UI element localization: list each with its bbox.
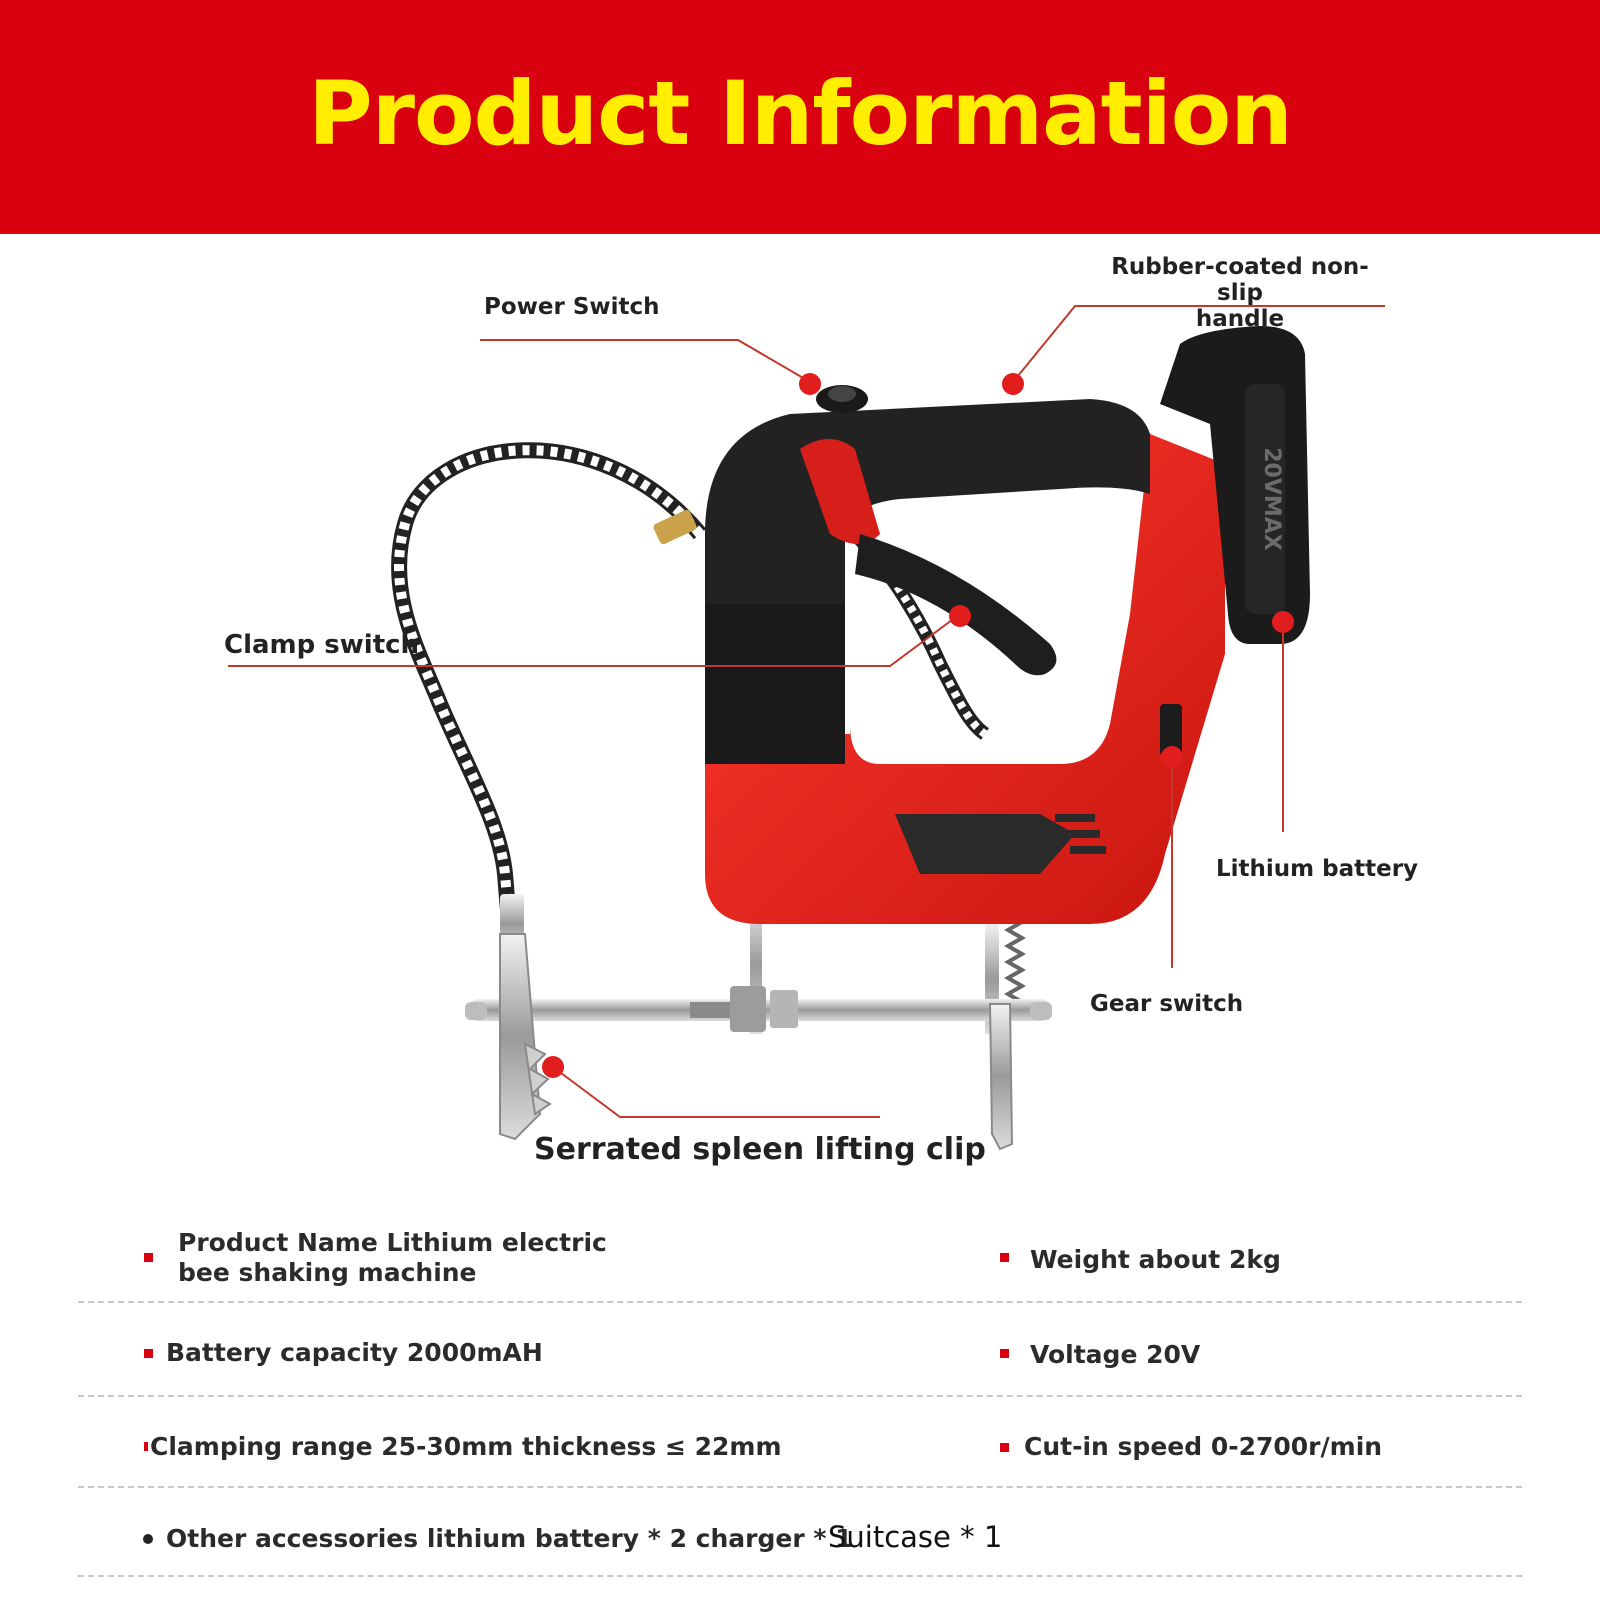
callout-handle-line1: Rubber-coated non-slip bbox=[1111, 254, 1369, 306]
product-diagram: 20VMAX Power Switch Rubber-coated non-sl… bbox=[0, 234, 1600, 1204]
bullet-icon bbox=[144, 1253, 153, 1262]
bee-shaker-illustration: 20VMAX bbox=[228, 305, 1385, 1151]
row-divider bbox=[78, 1301, 1522, 1303]
row-divider bbox=[78, 1486, 1522, 1488]
bullet-dot-icon bbox=[143, 1534, 153, 1544]
spec-clamping-range: Clamping range 25-30mm thickness ≤ 22mm bbox=[150, 1432, 782, 1461]
leader-power-switch bbox=[480, 339, 811, 383]
callout-power-switch: Power Switch bbox=[484, 294, 660, 320]
bullet-icon bbox=[1000, 1443, 1009, 1452]
row-divider bbox=[78, 1575, 1522, 1577]
spec-product-name-line1: Product Name Lithium electric bbox=[178, 1228, 607, 1257]
spec-accessories: Other accessories lithium battery * 2 ch… bbox=[166, 1524, 853, 1553]
dot-lithium-battery bbox=[1272, 611, 1294, 633]
spec-product-name-line2: bee shaking machine bbox=[178, 1258, 477, 1287]
machine-body bbox=[705, 385, 1225, 924]
row-divider bbox=[78, 1395, 1522, 1397]
bullet-icon bbox=[1000, 1349, 1009, 1358]
callout-dots bbox=[542, 373, 1294, 1078]
callout-handle-line2: handle bbox=[1195, 306, 1285, 332]
spec-battery-capacity: Battery capacity 2000mAH bbox=[166, 1338, 543, 1367]
bullet-icon bbox=[144, 1442, 148, 1451]
dot-handle bbox=[1002, 373, 1024, 395]
callout-lithium-battery: Lithium battery bbox=[1216, 856, 1419, 882]
page-title: Product Information bbox=[308, 61, 1293, 165]
leader-handle bbox=[1012, 305, 1385, 383]
battery-pack: 20VMAX bbox=[1160, 326, 1310, 644]
battery-label: 20VMAX bbox=[1259, 447, 1284, 551]
leader-serrated-clip bbox=[552, 1066, 880, 1118]
dot-gear-switch bbox=[1161, 746, 1183, 768]
callout-clamp-switch: Clamp switch bbox=[224, 630, 420, 660]
callout-leaders bbox=[228, 305, 1385, 1118]
bullet-icon bbox=[1000, 1253, 1009, 1262]
header-banner: Product Information bbox=[0, 0, 1600, 234]
spec-product-name: Product Name Lithium electric bee shakin… bbox=[178, 1228, 607, 1288]
spec-voltage: Voltage 20V bbox=[1030, 1340, 1201, 1369]
dot-serrated-clip bbox=[542, 1056, 564, 1078]
callout-serrated-clip: Serrated spleen lifting clip bbox=[534, 1132, 986, 1167]
leader-clamp-switch bbox=[228, 613, 961, 667]
spec-cut-in-speed: Cut-in speed 0-2700r/min bbox=[1024, 1432, 1383, 1461]
bullet-icon bbox=[144, 1349, 153, 1358]
callout-gear-switch: Gear switch bbox=[1090, 991, 1244, 1017]
spec-weight: Weight about 2kg bbox=[1030, 1245, 1281, 1274]
clamp-frame bbox=[465, 894, 1052, 1151]
callout-handle: Rubber-coated non-slip handle bbox=[1090, 254, 1390, 332]
dot-power-switch bbox=[799, 373, 821, 395]
spec-suitcase: Suitcase * 1 bbox=[828, 1520, 1003, 1554]
dot-clamp-switch bbox=[949, 605, 971, 627]
